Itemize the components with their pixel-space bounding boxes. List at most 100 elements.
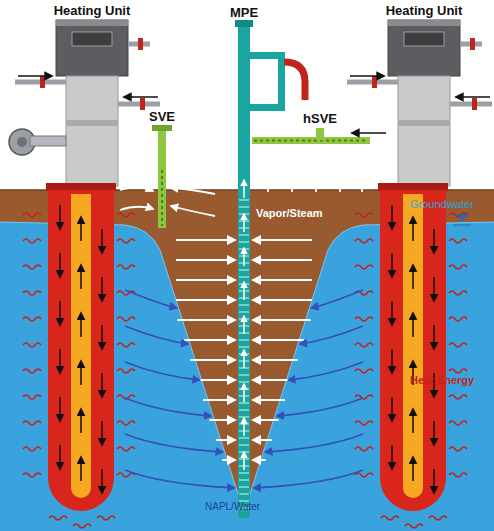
circulation-arrow (412, 217, 414, 241)
circulation-arrow (412, 409, 414, 433)
circulation-arrow (412, 457, 414, 481)
heat-wave (449, 291, 467, 295)
well-screen (239, 417, 249, 418)
circulation-arrow (412, 313, 414, 337)
heat-wave (117, 213, 135, 217)
groundwater-arrow (300, 326, 363, 344)
heat-wave (355, 421, 373, 425)
vapor-arrow (177, 319, 235, 321)
well-screen (239, 445, 249, 446)
steam-arrow (243, 248, 245, 266)
vapor-arrow (216, 439, 235, 441)
circulation-arrow (80, 265, 82, 289)
heat-wave (23, 369, 41, 373)
circulation-arrow (391, 301, 393, 325)
steam-arrow (243, 214, 245, 232)
discharge-pipe (284, 62, 305, 100)
circulation-arrow (391, 253, 393, 277)
circulation-arrow (101, 373, 103, 397)
heat-wave (23, 213, 41, 217)
heat-wave (23, 447, 41, 451)
sve-cap (152, 125, 172, 131)
vapor-arrow (253, 459, 266, 461)
heat-wave (117, 447, 135, 451)
vapor-arrow (253, 339, 304, 341)
flow-arrow (352, 132, 386, 134)
heat-wave (117, 343, 135, 347)
vapor-arrow (253, 239, 312, 241)
heat-wave (355, 395, 373, 399)
groundwater-arrow (125, 326, 188, 344)
heat-wave (355, 239, 373, 243)
mpe-cap (235, 20, 253, 27)
circulation-arrow (391, 349, 393, 373)
sve-well (158, 128, 166, 228)
vapor-arrow (176, 259, 235, 261)
heat-wave (449, 239, 467, 243)
vapor-arrow (361, 149, 363, 192)
vapor-arrow (253, 419, 279, 421)
vapor-arrow (176, 299, 235, 301)
steam-arrow (243, 452, 245, 470)
heat-wave (23, 395, 41, 399)
heat-wave (449, 421, 467, 425)
vapor-arrow (253, 399, 285, 401)
heat-wave (117, 369, 135, 373)
heat-wave (355, 213, 373, 217)
zone-label: NAPL/Water (205, 500, 260, 513)
zone-label: Vapor/Steam (256, 207, 323, 220)
vapor-arrow (253, 319, 311, 321)
heat-wave (429, 516, 447, 520)
heat-wave (117, 265, 135, 269)
vapor-arrow (253, 359, 298, 361)
hsve-riser (316, 128, 324, 140)
heat-wave (449, 447, 467, 451)
vapor-arrow (190, 359, 235, 361)
groundwater-arrow (125, 398, 211, 416)
circulation-arrow (59, 349, 61, 373)
well-screen (239, 347, 249, 348)
circulation-arrow (391, 445, 393, 469)
circulation-arrow (433, 325, 435, 349)
heating-unit-left (15, 20, 160, 511)
circulation-arrow (80, 313, 82, 337)
well-screen (239, 382, 249, 383)
circulation-arrow (59, 301, 61, 325)
well-screen (239, 270, 249, 271)
heat-wave (23, 265, 41, 269)
vapor-arrow (197, 379, 235, 381)
vapor-arrow (171, 169, 215, 172)
water-table-symbol (453, 225, 471, 226)
heat-wave (117, 239, 135, 243)
heat-wave (381, 516, 399, 520)
groundwater-arrow (125, 434, 223, 452)
circulation-arrow (412, 265, 414, 289)
node-label: hSVE (298, 111, 342, 126)
heat-wave (355, 265, 373, 269)
circulation-arrow (80, 217, 82, 241)
sve-screen (161, 170, 163, 226)
mpe-well (238, 24, 250, 518)
vapor-arrow (253, 439, 272, 441)
heat-wave (449, 395, 467, 399)
mpe-branch (250, 104, 285, 111)
groundwater-arrow (311, 290, 363, 308)
heat-wave (449, 265, 467, 269)
heat-wave (23, 421, 41, 425)
hsve-well-label: hSVE (298, 111, 342, 126)
vapor-arrow (339, 149, 341, 192)
vapor-arrow (253, 259, 312, 261)
mpe-well-label: MPE (219, 5, 269, 20)
well-screen (239, 207, 249, 208)
circulation-arrow (433, 277, 435, 301)
well-screen (239, 277, 249, 278)
well-screen (239, 438, 249, 439)
well-screen (239, 235, 249, 236)
heating-unit: Heating Unit (32, 3, 152, 18)
vapor-arrow (176, 239, 235, 241)
well-screen (239, 305, 249, 306)
vapor-arrow (253, 299, 312, 301)
flow-arrows (23, 148, 467, 528)
